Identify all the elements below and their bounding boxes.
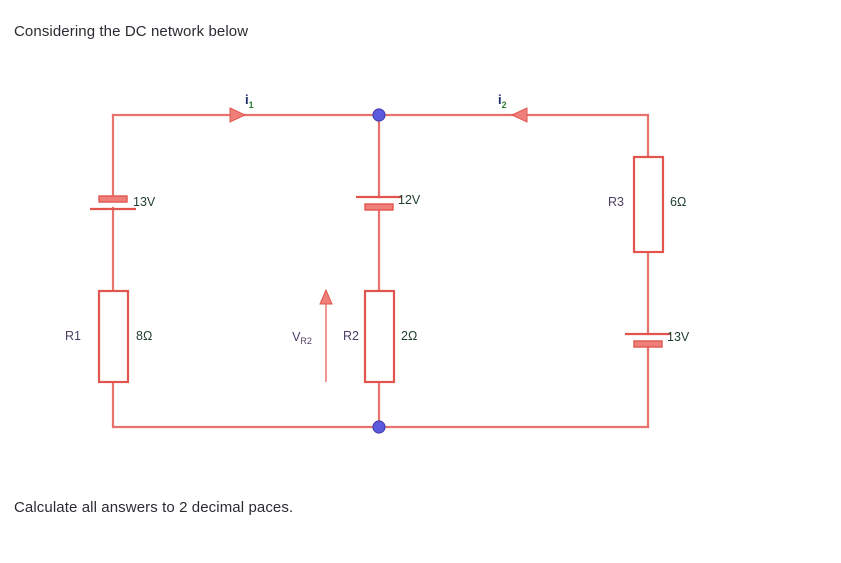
- current-arrow-i1-head: [229, 107, 247, 123]
- resistor-r3-ref: R3: [608, 195, 624, 209]
- resistor-r2-body: [363, 289, 396, 384]
- resistor-r3-value: 6Ω: [670, 195, 686, 209]
- resistor-r3-body: [632, 155, 665, 254]
- current-arrow-i2: i2: [498, 92, 528, 123]
- resistor-r3: R3 6Ω: [608, 155, 686, 254]
- voltage-arrow-vr2: VR2: [292, 288, 333, 382]
- voltage-arrow-vr2-head: [319, 288, 333, 305]
- junction-top-dot: [372, 108, 386, 122]
- resistor-r1-ref: R1: [65, 329, 81, 343]
- battery-left-thick-plate: [98, 195, 128, 203]
- resistor-r2-value: 2Ω: [401, 329, 417, 343]
- resistor-r1-value: 8Ω: [136, 329, 152, 343]
- resistor-r2: R2 2Ω: [343, 289, 417, 384]
- battery-right-label: 13V: [667, 330, 690, 344]
- current-label-i2: i2: [498, 92, 507, 110]
- battery-12v-middle: 12V: [356, 193, 421, 211]
- battery-right-thick-plate: [633, 340, 663, 348]
- outro-text: Calculate all answers to 2 decimal paces…: [14, 499, 294, 516]
- current-arrow-i2-head: [510, 107, 528, 123]
- battery-left-label: 13V: [133, 195, 156, 209]
- battery-middle-thick-plate: [364, 203, 394, 211]
- intro-text: Considering the DC network below: [14, 23, 249, 40]
- battery-13v-right: 13V: [625, 330, 690, 348]
- resistor-r2-ref: R2: [343, 329, 359, 343]
- battery-13v-left: 13V: [90, 195, 156, 211]
- current-arrow-i1: i1: [229, 92, 254, 123]
- battery-middle-label: 12V: [398, 193, 421, 207]
- current-label-i1: i1: [245, 92, 254, 110]
- voltage-label-vr2: VR2: [292, 330, 312, 346]
- resistor-r1: R1 8Ω: [65, 289, 152, 384]
- junction-bottom-dot: [372, 420, 386, 434]
- resistor-r1-body: [97, 289, 130, 384]
